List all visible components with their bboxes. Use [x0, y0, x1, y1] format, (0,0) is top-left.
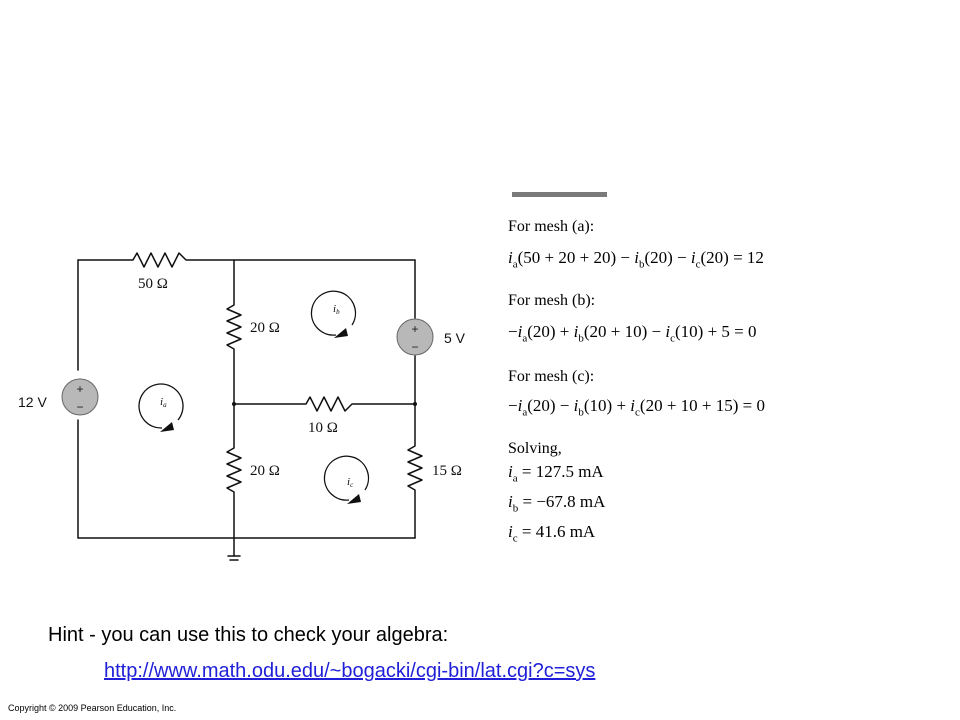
- resistor-50-ohm: [77, 252, 416, 268]
- voltage-source-5v: + −: [396, 318, 434, 356]
- solving-heading: Solving,: [508, 440, 562, 457]
- voltage-source-12v: + −: [61, 378, 99, 416]
- mesh-a-equation: ia(50 + 20 + 20) − ib(20) − ic(20) = 12: [508, 248, 764, 271]
- mesh-b-equation: −ia(20) + ib(20 + 10) − ic(10) + 5 = 0: [508, 322, 757, 345]
- label-5v: 5 V: [444, 330, 466, 346]
- cropped-text-fragment: [512, 192, 607, 197]
- label-r10: 10 Ω: [308, 420, 338, 436]
- svg-text:−: −: [76, 400, 83, 414]
- wire-top: [77, 259, 416, 539]
- svg-text:+: +: [76, 382, 83, 396]
- label-ic: ic: [347, 476, 354, 489]
- solution-ib: ib = −67.8 mA: [508, 492, 606, 515]
- circuit-diagram: + − + − 50 Ω 20 Ω 20 Ω 10 Ω 15 Ω 12 V 5 …: [18, 252, 466, 561]
- solution-ia: ia = 127.5 mA: [508, 462, 604, 485]
- hint-text: Hint - you can use this to check your al…: [48, 624, 449, 646]
- node-mid-right: [413, 402, 417, 406]
- resistor-15-ohm: [407, 403, 423, 539]
- label-r50: 50 Ω: [138, 276, 168, 292]
- label-r15: 15 Ω: [432, 463, 462, 479]
- svg-text:−: −: [411, 340, 418, 354]
- solution-ic: ic = 41.6 mA: [508, 522, 596, 545]
- mesh-b-heading: For mesh (b):: [508, 292, 596, 309]
- mesh-arrowhead-a: [160, 422, 174, 432]
- mesh-arrow-c: [323, 455, 370, 501]
- label-12v: 12 V: [18, 394, 47, 410]
- mesh-arrowhead-b: [334, 328, 348, 338]
- resistor-10-ohm: [233, 396, 416, 412]
- mesh-a-heading: For mesh (a):: [508, 218, 595, 235]
- mesh-equations-panel: For mesh (a): ia(50 + 20 + 20) − ib(20) …: [500, 190, 860, 550]
- ground-symbol: [227, 555, 241, 561]
- mesh-arrow-b: [310, 290, 357, 336]
- copyright-notice: Copyright © 2009 Pearson Education, Inc.: [8, 703, 177, 713]
- label-ia: ia: [160, 396, 167, 409]
- label-r20-top: 20 Ω: [250, 320, 280, 336]
- resistor-20-ohm-bottom: [226, 403, 242, 557]
- label-r20-bottom: 20 Ω: [250, 463, 280, 479]
- node-mid-left: [232, 402, 236, 406]
- algebra-checker-link[interactable]: http://www.math.odu.edu/~bogacki/cgi-bin…: [104, 660, 596, 682]
- svg-text:+: +: [411, 322, 418, 336]
- mesh-arrow-a: [138, 383, 184, 429]
- label-ib: ib: [333, 303, 340, 316]
- mesh-c-equation: −ia(20) − ib(10) + ic(20 + 10 + 15) = 0: [508, 396, 766, 419]
- mesh-c-heading: For mesh (c):: [508, 368, 595, 385]
- mesh-arrowhead-c: [347, 494, 361, 504]
- resistor-20-ohm-top: [226, 259, 242, 405]
